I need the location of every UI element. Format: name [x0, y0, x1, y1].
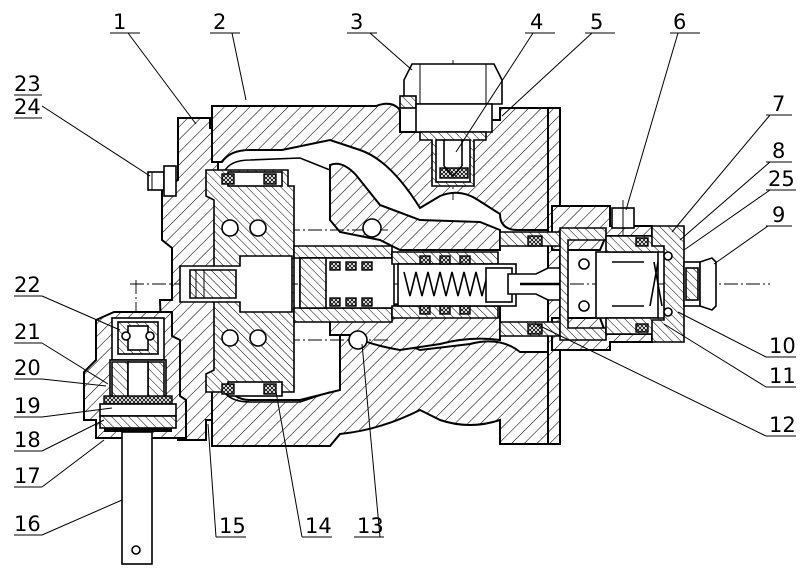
label-24: 24 — [14, 95, 41, 119]
valve-core — [391, 251, 561, 319]
label-20: 20 — [14, 356, 41, 380]
piston-assembly — [179, 169, 382, 397]
label-22: 22 — [14, 273, 41, 297]
label-14: 14 — [305, 514, 332, 538]
label-1: 1 — [113, 10, 126, 34]
label-11: 11 — [769, 364, 796, 388]
label-3: 3 — [350, 10, 363, 34]
label-16: 16 — [14, 512, 41, 536]
label-6: 6 — [673, 10, 686, 34]
label-4: 4 — [530, 10, 543, 34]
manual-knob — [683, 257, 717, 311]
label-9: 9 — [772, 203, 785, 227]
label-21: 21 — [14, 320, 41, 344]
label-2: 2 — [213, 10, 226, 34]
lower-left-valve — [83, 311, 187, 565]
label-7: 7 — [772, 92, 785, 116]
callouts — [14, 32, 796, 538]
label-25: 25 — [768, 167, 795, 191]
actuator-sleeve — [293, 245, 395, 323]
label-12: 12 — [769, 413, 796, 437]
label-10: 10 — [769, 334, 796, 358]
label-23: 23 — [14, 72, 41, 96]
side-bolt — [147, 165, 177, 197]
label-5: 5 — [590, 10, 603, 34]
label-18: 18 — [14, 428, 41, 452]
label-17: 17 — [14, 464, 41, 488]
part-labels: 1 2 3 4 5 6 7 8 25 9 23 24 22 21 20 19 1… — [14, 10, 796, 538]
vent-screw — [611, 207, 635, 229]
label-15: 15 — [219, 514, 246, 538]
label-19: 19 — [14, 394, 41, 418]
label-8: 8 — [772, 139, 785, 163]
label-13: 13 — [357, 514, 384, 538]
